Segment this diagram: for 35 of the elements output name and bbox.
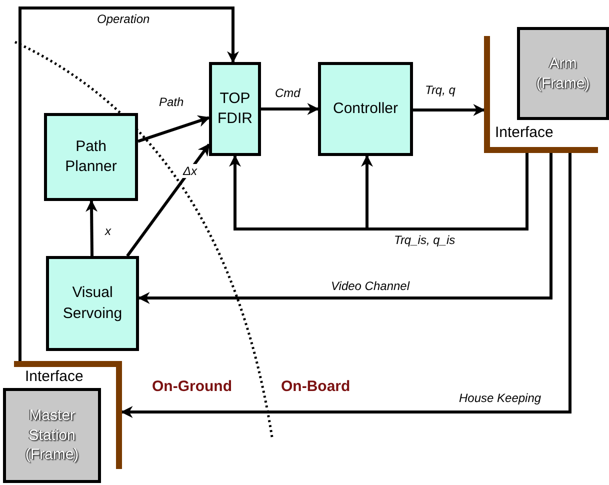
interface-label: Interface [495, 124, 554, 141]
arrow [126, 144, 210, 257]
arrow [18, 6, 239, 361]
box-label: Arm (Frame) [535, 54, 591, 93]
arrow [413, 104, 486, 116]
edge-label: Cmd [274, 86, 302, 100]
edge-label: Trq, q [424, 83, 456, 97]
frame-box [3, 388, 101, 483]
region-label: On-Board [281, 378, 350, 395]
box-label: Path Planner [64, 136, 118, 177]
arrow [361, 153, 528, 230]
edge-label: House Keeping [458, 391, 542, 405]
frame-box [517, 27, 609, 120]
box-label: Master Station (Frame) [24, 406, 80, 465]
process-box [318, 62, 413, 156]
edge-label: Trq_is, q_is [393, 233, 456, 247]
edge-label: Video Channel [330, 279, 411, 293]
box-label: TOP FDIR [216, 88, 254, 129]
process-box [209, 62, 261, 156]
edge-label: Δx [182, 164, 198, 178]
arrow [138, 115, 210, 143]
process-box [46, 256, 139, 351]
arrow [120, 153, 572, 418]
arrow [138, 153, 552, 304]
interface-label: Interface [25, 368, 84, 385]
interface-bracket [484, 36, 598, 153]
arrow [86, 200, 98, 256]
edge-label: Path [158, 95, 185, 109]
box-label: Controller [332, 98, 400, 119]
process-box [44, 113, 138, 201]
region-label: On-Ground [152, 378, 232, 395]
box-label: Visual Servoing [62, 283, 124, 324]
interface-bracket [14, 361, 122, 469]
edge-label: Operation [96, 12, 151, 26]
arrow [261, 103, 320, 115]
